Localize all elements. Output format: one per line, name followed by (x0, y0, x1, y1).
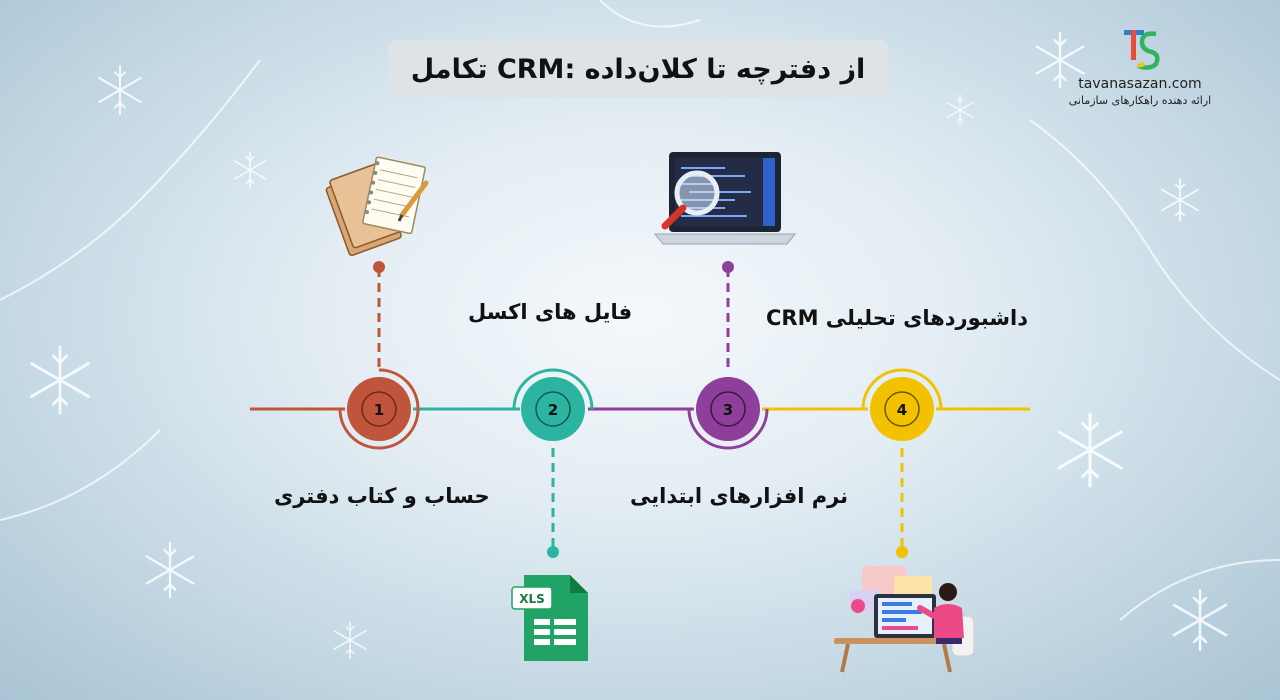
step1-ring (338, 368, 420, 450)
ts-logo-mark (1124, 30, 1160, 70)
step1-endpoint-dot (373, 261, 385, 273)
step3-inner-ring (710, 391, 746, 427)
logo-tagline: ارائه دهنده راهکارهای سازمانی (1068, 94, 1212, 107)
step4-inner-ring (884, 391, 920, 427)
brand-logo: tavanasazan.com ارائه دهنده راهکارهای سا… (1060, 24, 1220, 119)
step2-ring (512, 368, 594, 410)
step3-circle (696, 377, 760, 441)
step2-circle (521, 377, 585, 441)
step2-number: 2 (548, 401, 558, 419)
step3-ring (687, 408, 769, 450)
step1-label: حساب و کتاب دفتری (274, 484, 490, 508)
step4-label: داشبوردهای تحلیلی CRM (766, 306, 1029, 330)
step2-inner-ring (535, 391, 571, 427)
step1-inner-ring (361, 391, 397, 427)
excel-file-icon: XLS (511, 575, 588, 661)
step3-endpoint-dot (722, 261, 734, 273)
step2-label: فایل های اکسل (468, 300, 633, 324)
step3-label: نرم افزارهای ابتدایی (630, 484, 849, 508)
step4-number: 4 (897, 401, 907, 419)
step4-endpoint-dot (896, 546, 908, 558)
step3-number: 3 (723, 401, 733, 419)
notebook-icon (325, 156, 429, 257)
laptop-magnifier-icon (653, 152, 797, 245)
step1-number: 1 (374, 401, 384, 419)
step1-circle (347, 377, 411, 441)
page-title: از دفترچه تا کلان‌داده :CRM تکامل (388, 40, 888, 98)
excel-badge-text: XLS (519, 592, 545, 606)
step4-circle (870, 377, 934, 441)
step4-ring (861, 368, 943, 410)
logo-website: tavanasazan.com (1078, 76, 1202, 92)
step2-endpoint-dot (547, 546, 559, 558)
dashboard-worker-icon (834, 566, 975, 673)
